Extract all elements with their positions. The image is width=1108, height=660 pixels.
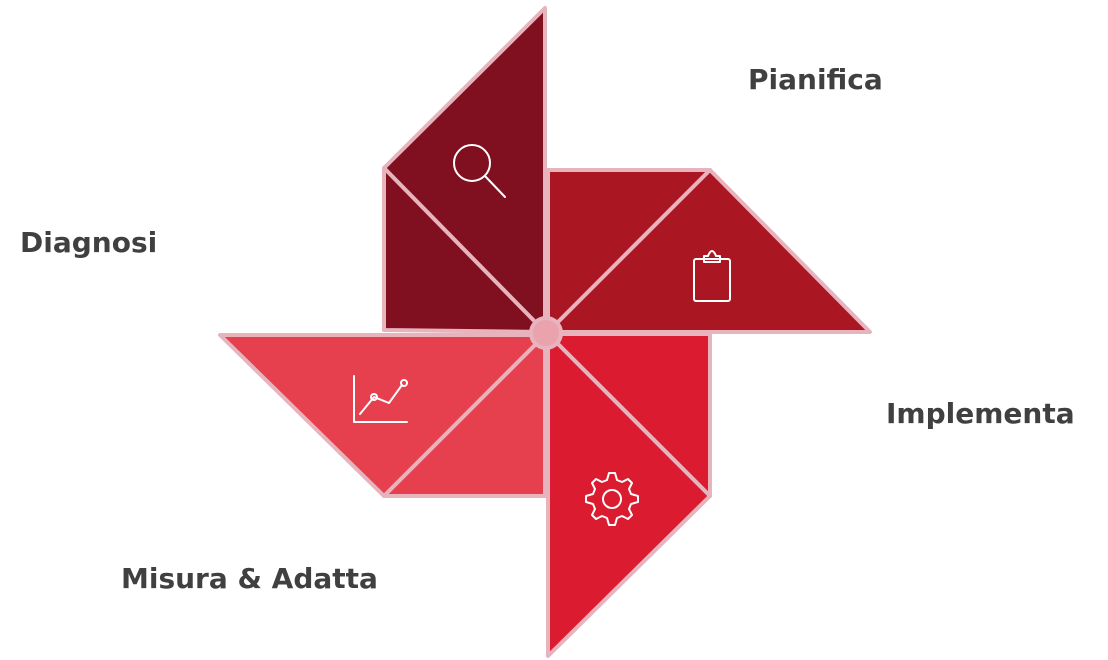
blade-implementa-lower (546, 332, 712, 658)
blade-diagnosi-lower (382, 166, 547, 334)
blade-implementa (546, 332, 712, 658)
pinwheel-hub (529, 316, 563, 350)
chart-line-icon (353, 375, 408, 423)
blade-misura (218, 333, 547, 498)
blade-diagnosi (382, 6, 547, 334)
search-icon (453, 144, 506, 198)
clipboard-icon (693, 250, 731, 302)
blade-pianifica (546, 168, 872, 334)
label-misura-adatta: Misura & Adatta (121, 562, 378, 595)
label-diagnosi: Diagnosi (20, 226, 158, 259)
gear-icon (585, 472, 639, 526)
label-pianifica: Pianifica (748, 63, 883, 96)
blade-misura-inner (382, 333, 547, 498)
label-implementa: Implementa (886, 397, 1075, 430)
